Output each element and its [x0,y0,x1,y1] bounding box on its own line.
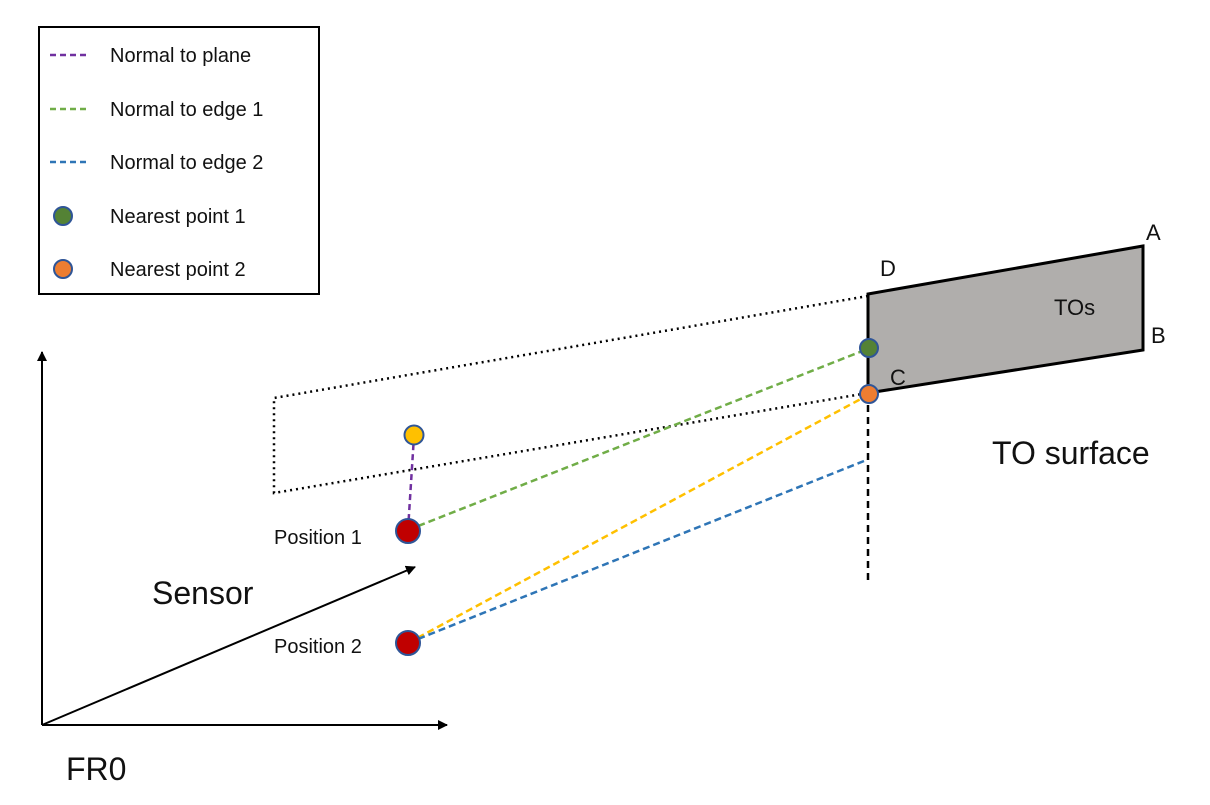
normal-to-edge-1-line [407,346,871,532]
normal-to-plane-line [406,435,416,531]
to-plane [866,244,1145,395]
sensor-label: Sensor [152,575,254,611]
plane-projection-point [403,424,425,446]
sensor-vector-arrow [41,565,416,726]
vertex-label-d: D [880,256,896,281]
tos-label: TOs [1054,295,1095,320]
legend-dot-nearest-point-2 [53,259,73,279]
nearest-point-1 [859,338,879,358]
vertex-label-c: C [890,365,906,390]
legend-label-normal-to-edge-2: Normal to edge 2 [110,152,263,174]
position-2-to-nearest-point-line [407,392,871,645]
vertex-label-a: A [1146,220,1161,245]
legend-label-nearest-point-1: Nearest point 1 [110,206,246,228]
nearest-point-2 [859,384,879,404]
legend-label-normal-to-edge-1: Normal to edge 1 [110,99,263,121]
legend-frame [38,26,320,295]
legend-label-nearest-point-2: Nearest point 2 [110,259,246,281]
to-surface-label: TO surface [992,435,1150,471]
position-1-label: Position 1 [274,527,362,549]
legend: Normal to plane Normal to edge 1 Normal … [38,26,320,295]
projection-outline [272,294,869,495]
normal-to-edge-2-line [407,459,865,645]
legend-dot-nearest-point-1 [53,206,73,226]
vertex-label-b: B [1151,323,1166,348]
position-2-label: Position 2 [274,636,362,658]
legend-label-normal-to-plane: Normal to plane [110,45,251,67]
position-2-point [395,630,421,656]
position-1-point [395,518,421,544]
frame-label: FR0 [66,751,126,787]
